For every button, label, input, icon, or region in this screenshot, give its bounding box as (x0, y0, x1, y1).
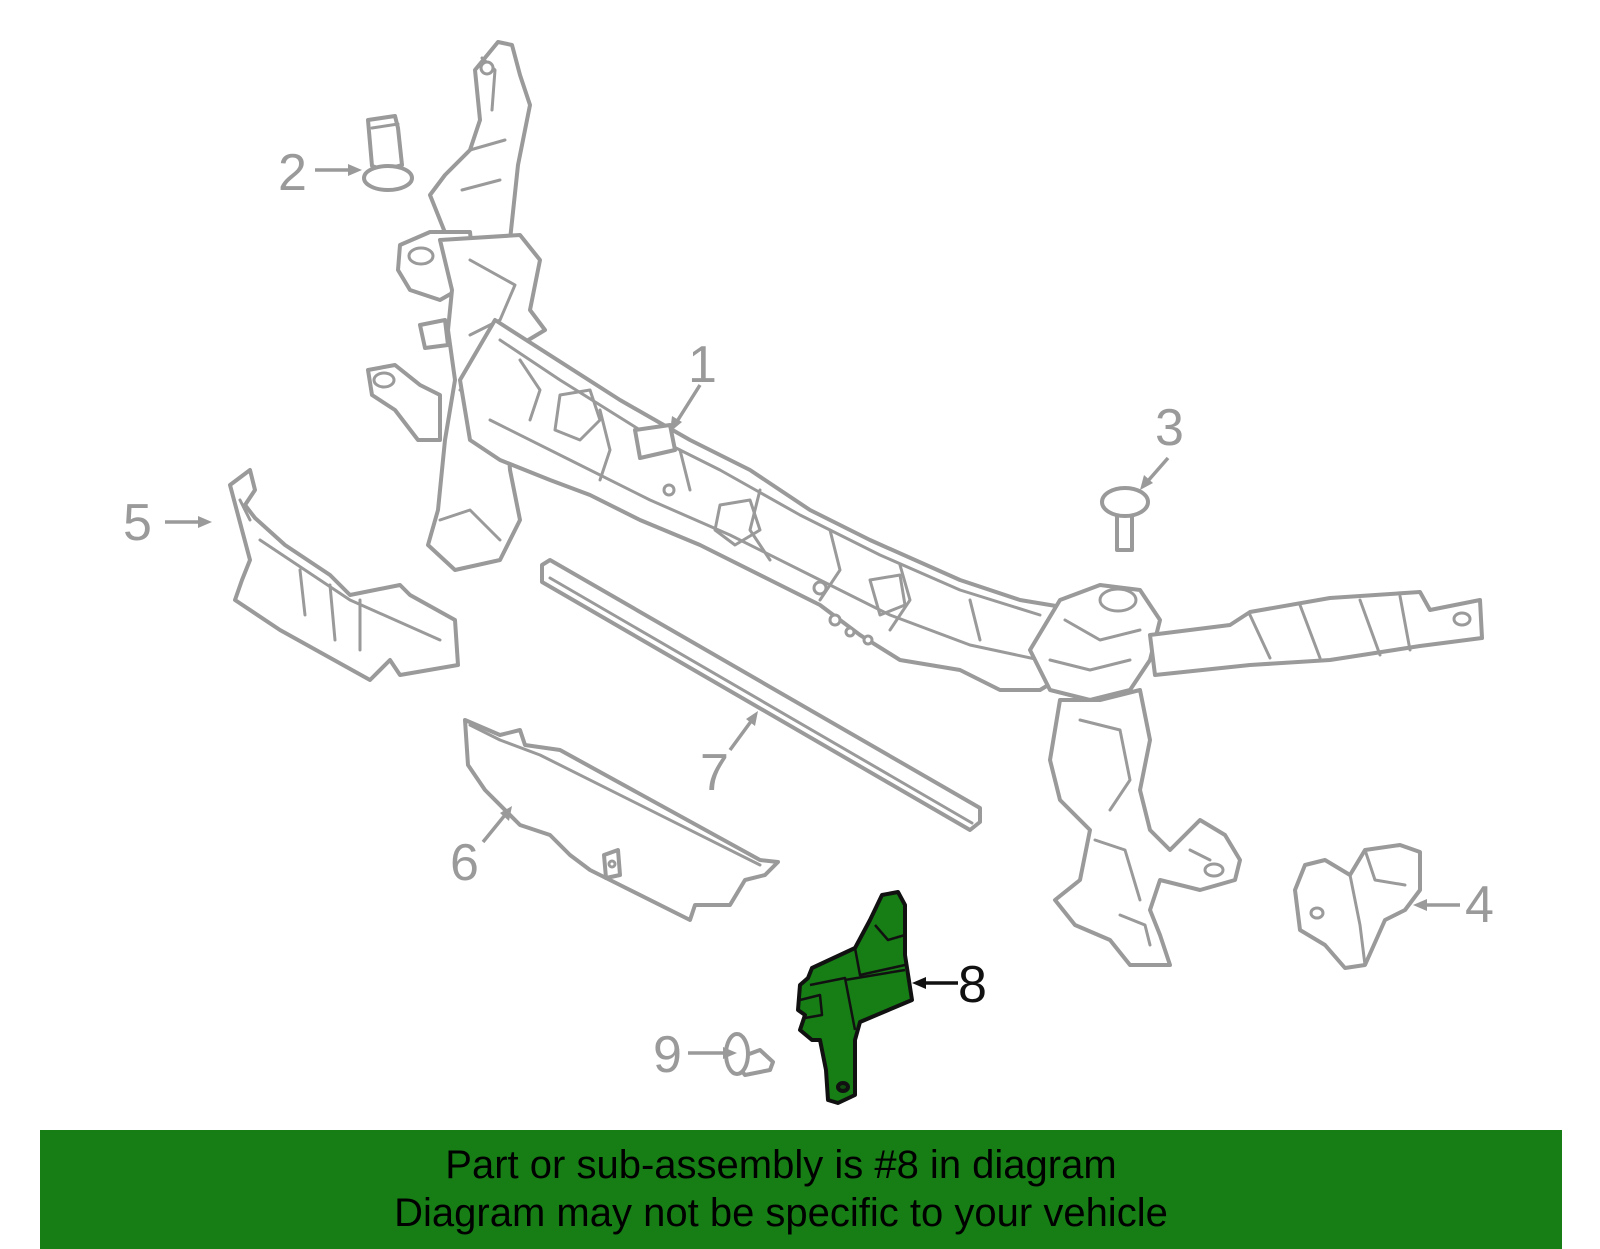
callout-5: 5 (123, 494, 152, 552)
callout-6: 6 (450, 834, 479, 892)
part-3-push-pin[interactable] (1100, 486, 1150, 552)
part-7-seal-strip[interactable] (540, 558, 982, 832)
part-8-highlighted-bracket[interactable] (796, 890, 914, 1105)
part-6-lower-deflector[interactable] (463, 718, 780, 922)
callout-9: 9 (653, 1026, 682, 1084)
callout-leaders (165, 164, 1460, 1059)
callout-3: 3 (1155, 399, 1184, 457)
callout-4: 4 (1465, 876, 1494, 934)
banner-line-1: Part or sub-assembly is #8 in diagram (445, 1143, 1117, 1187)
part-5-left-deflector[interactable] (228, 468, 460, 682)
callout-8: 8 (958, 956, 987, 1014)
callout-7: 7 (700, 744, 729, 802)
callout-2: 2 (278, 144, 307, 202)
part-1-radiator-support[interactable] (366, 40, 1484, 967)
banner-line-2: Diagram may not be specific to your vehi… (394, 1191, 1168, 1235)
part-2-clip[interactable] (362, 114, 414, 192)
callout-1: 1 (688, 336, 717, 394)
info-banner: Part or sub-assembly is #8 in diagram Di… (40, 1130, 1562, 1249)
part-4-bracket[interactable] (1293, 843, 1422, 970)
